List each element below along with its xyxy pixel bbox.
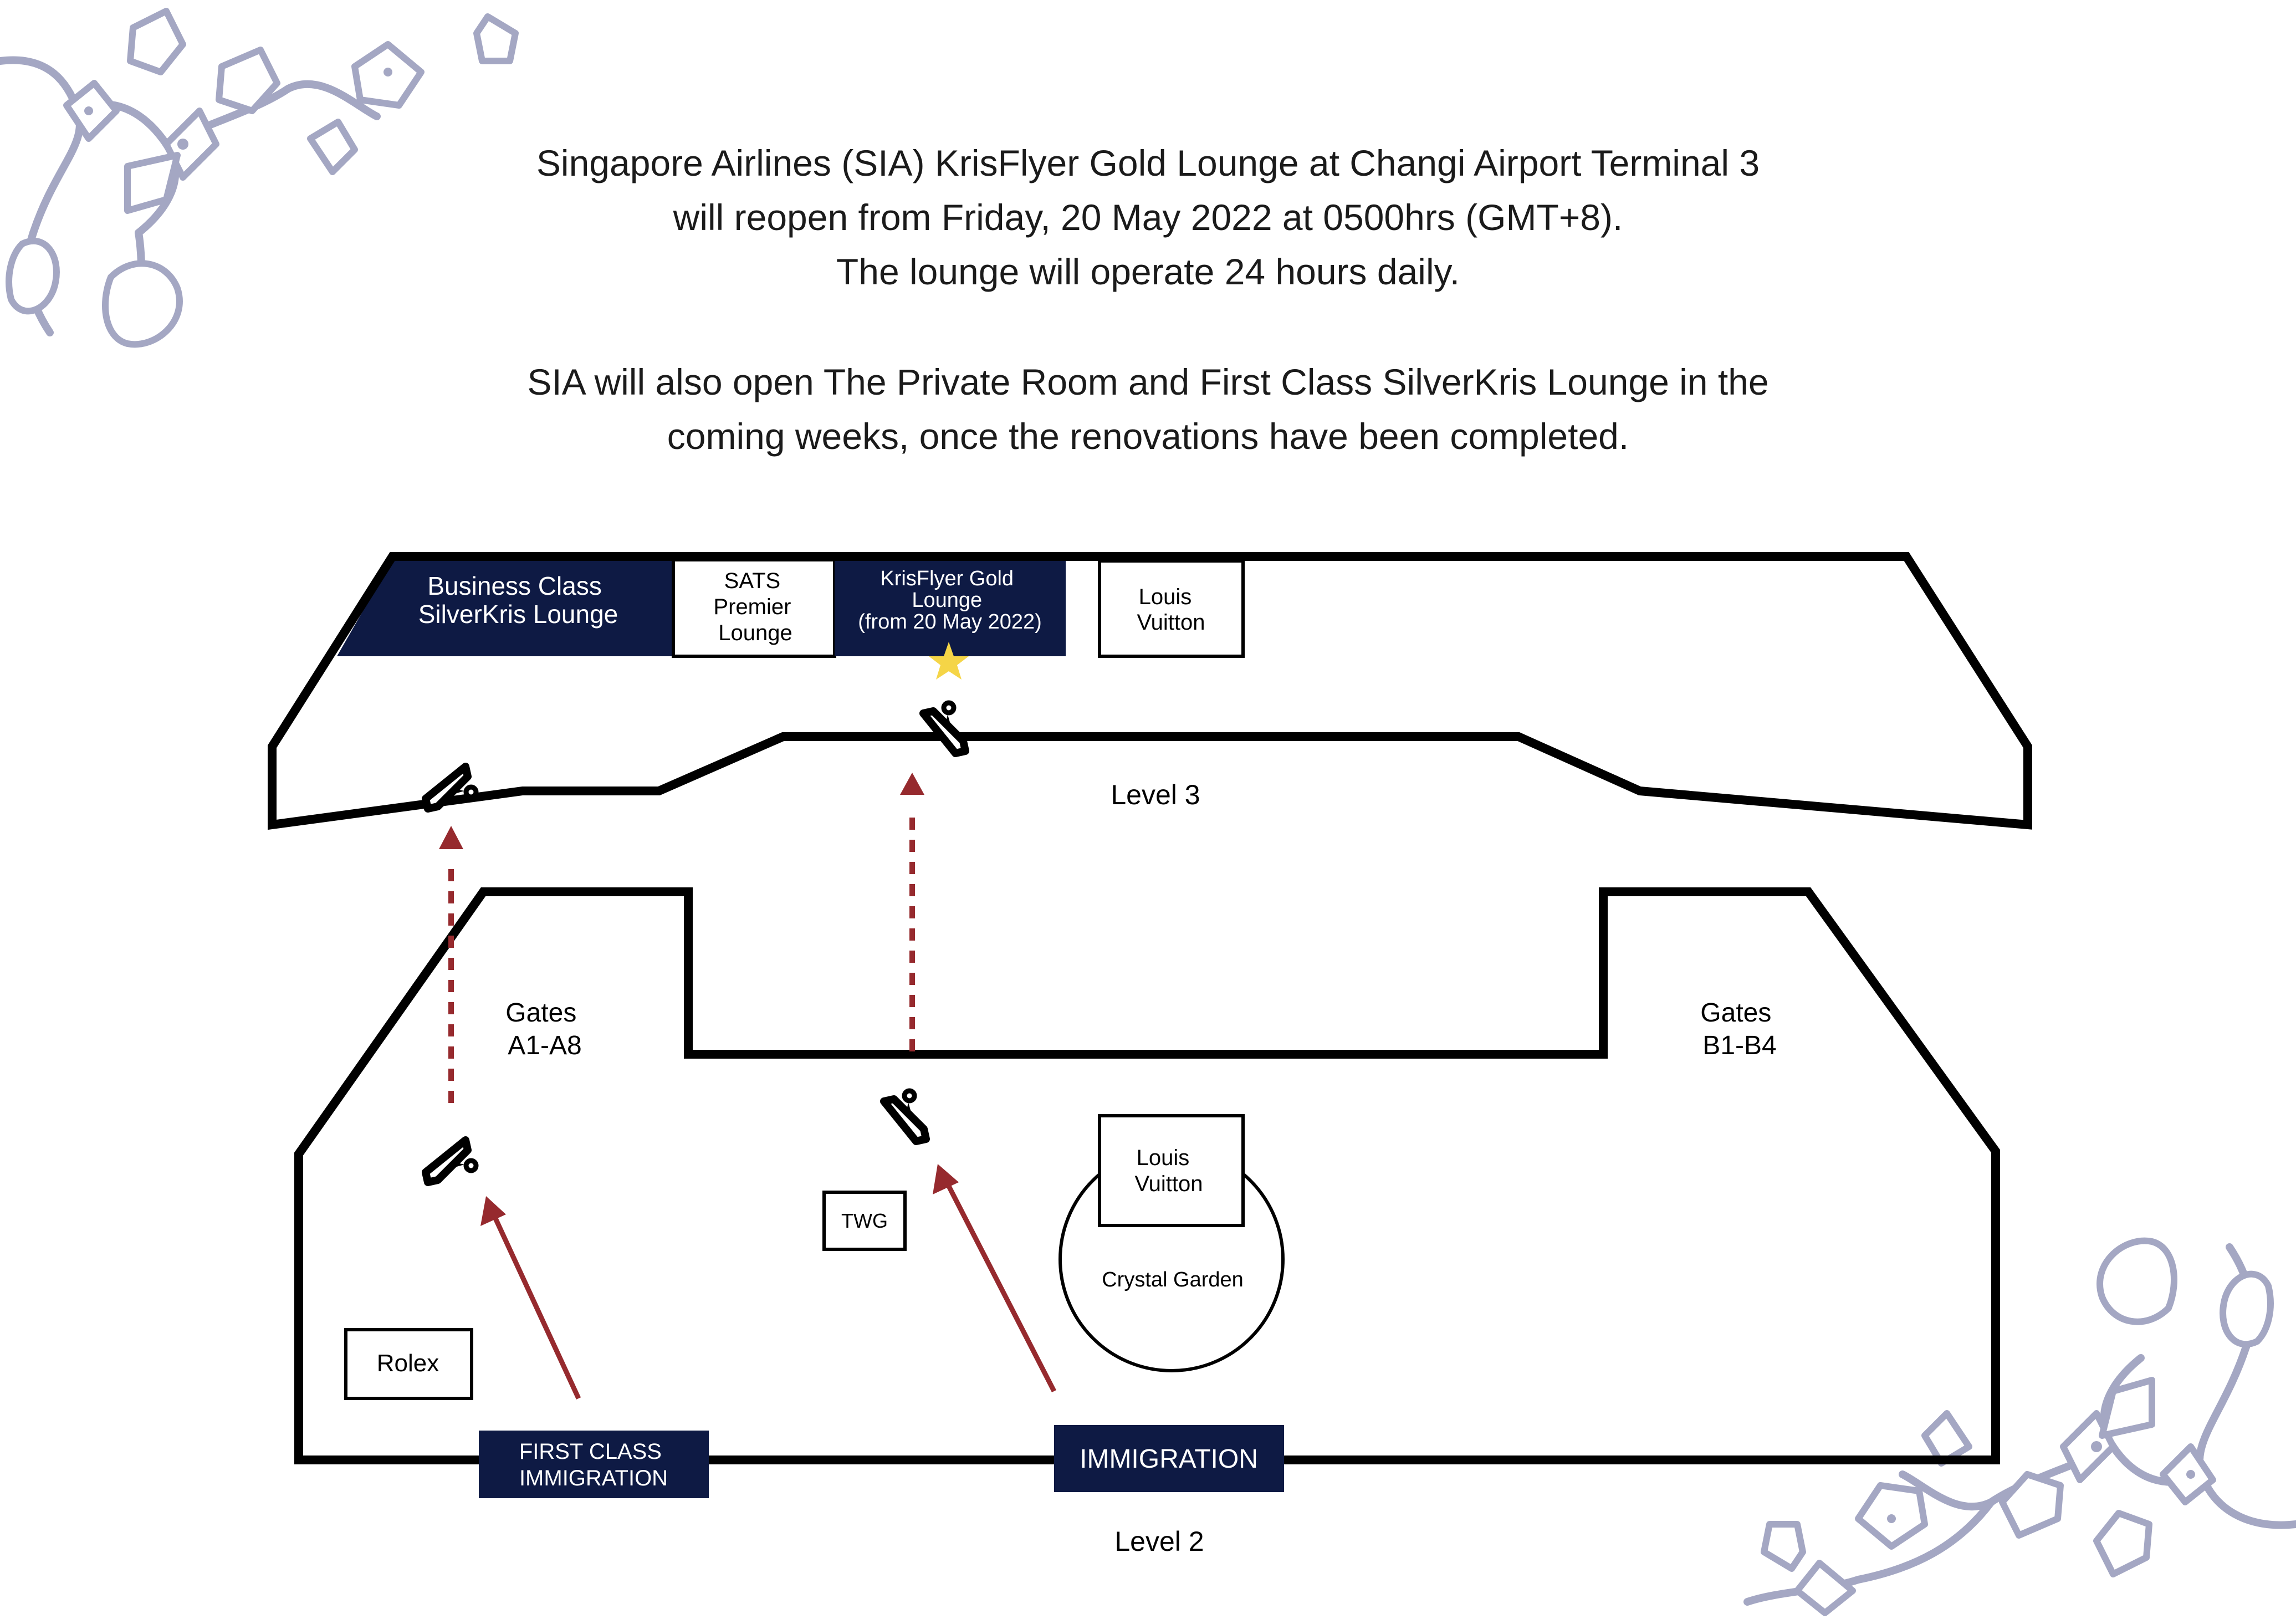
dotted-arrow-center: [900, 773, 924, 1051]
arrow-up-icon: [900, 773, 924, 795]
level-3-label: Level 3: [1111, 779, 1200, 810]
louis-vuitton-l2-label: Louis Vuitton: [1134, 1146, 1203, 1196]
first-class-immigration[interactable]: [479, 1431, 709, 1498]
twg-label: TWG: [841, 1209, 888, 1232]
escalator-icon[interactable]: [884, 1091, 926, 1141]
level-3-lounges: [337, 558, 1245, 658]
announcement-line: will reopen from Friday, 20 May 2022 at …: [673, 197, 1623, 238]
announcement-line: coming weeks, once the renovations have …: [667, 416, 1629, 457]
announcement-paragraph-1: Singapore Airlines (SIA) KrisFlyer Gold …: [0, 136, 2296, 299]
level-2-label: Level 2: [1114, 1526, 1204, 1557]
louis-vuitton-l3[interactable]: [1098, 559, 1245, 658]
arrow-head-icon: [933, 1164, 959, 1194]
first-class-immigration-label: FIRST CLASS IMMIGRATION: [519, 1439, 668, 1490]
announcement-line: The lounge will operate 24 hours daily.: [836, 251, 1460, 292]
louis-vuitton-l3-label: Louis Vuitton: [1137, 585, 1205, 635]
krisflyer-gold-lounge[interactable]: [835, 560, 1066, 656]
krisflyer-lounge-label: KrisFlyer Gold Lounge (from 20 May 2022): [858, 567, 1042, 634]
floral-decoration-bottom-right: [1743, 1237, 2296, 1616]
dotted-arrow-left: [439, 826, 463, 1103]
arrow-up-icon: [439, 826, 463, 849]
gates-b-label: Gates B1-B4: [1700, 998, 1778, 1060]
immigration[interactable]: [1054, 1425, 1284, 1492]
sats-lounge-label: SATS Premier Lounge: [713, 569, 797, 645]
sats-premier-lounge[interactable]: [672, 558, 836, 658]
gates-a-label: Gates A1-A8: [505, 998, 584, 1060]
twg[interactable]: [822, 1191, 907, 1251]
announcement-line: SIA will also open The Private Room and …: [527, 361, 1769, 402]
arrow-head-icon: [480, 1196, 506, 1226]
rolex-label: Rolex: [377, 1350, 439, 1377]
escalator-icon[interactable]: [923, 703, 965, 753]
solid-arrow-first-class: [480, 1196, 581, 1400]
star-icon: [929, 642, 969, 680]
rolex[interactable]: [344, 1328, 473, 1400]
business-lounge-label: Business Class SilverKris Lounge: [418, 571, 618, 629]
louis-vuitton-l2[interactable]: [1098, 1114, 1245, 1227]
level-2-outline: [294, 887, 2000, 1464]
business-class-silverkris-lounge[interactable]: [337, 560, 673, 656]
announcement-line: Singapore Airlines (SIA) KrisFlyer Gold …: [536, 142, 1760, 183]
crystal-garden-label: Crystal Garden: [1102, 1268, 1244, 1291]
level-3-outline: [268, 552, 2032, 830]
floral-decoration-top-left: [0, 8, 519, 348]
escalator-icon[interactable]: [426, 1140, 476, 1182]
announcement-paragraph-2: SIA will also open The Private Room and …: [0, 355, 2296, 463]
immigration-label: IMMIGRATION: [1080, 1444, 1258, 1474]
solid-arrow-immigration: [933, 1164, 1057, 1393]
